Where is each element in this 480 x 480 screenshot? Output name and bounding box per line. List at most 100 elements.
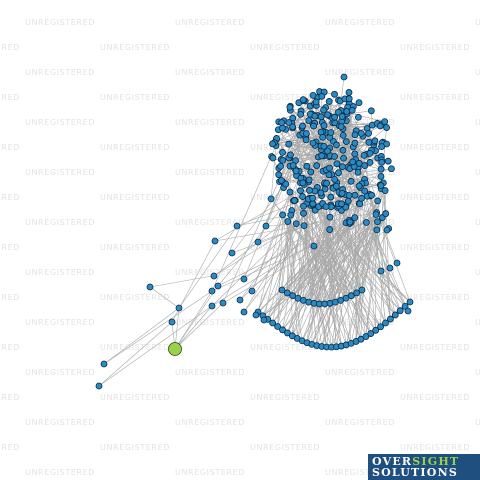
- graph-node: [309, 194, 316, 202]
- graph-node: [386, 264, 394, 272]
- graph-edge: [308, 198, 401, 311]
- graph-node: [386, 315, 394, 323]
- graph-edge: [358, 185, 401, 311]
- graph-edge: [272, 207, 347, 324]
- graph-node: [331, 113, 339, 121]
- graph-node: [317, 189, 325, 197]
- graph-node: [311, 112, 319, 120]
- graph-node: [391, 311, 399, 319]
- graph-edge: [178, 225, 238, 309]
- graph-node: [299, 193, 306, 200]
- graph-node: [309, 91, 317, 99]
- graph-node: [318, 152, 326, 160]
- graph-node: [262, 222, 270, 230]
- graph-node: [283, 289, 291, 297]
- graph-node: [300, 222, 308, 230]
- graph-node: [286, 188, 294, 196]
- graph-edge: [329, 217, 386, 324]
- graph-node: [345, 89, 353, 96]
- graph-node: [228, 249, 236, 257]
- graph-node: [326, 213, 334, 221]
- graph-node: [406, 298, 414, 306]
- graph-node: [360, 151, 368, 159]
- graph-node: [353, 289, 361, 297]
- graph-edge: [303, 213, 323, 347]
- graph-node: [383, 124, 390, 131]
- graph-node: [269, 140, 276, 148]
- graph-edge: [282, 213, 304, 330]
- graph-node: [289, 123, 297, 131]
- graph-edge: [174, 302, 224, 350]
- graph-node: [355, 99, 363, 107]
- graph-node: [377, 182, 385, 189]
- graph-edge: [211, 145, 277, 292]
- graph-node: [372, 211, 380, 218]
- graph-node: [377, 173, 385, 180]
- graph-node: [287, 211, 295, 219]
- graph-node: [374, 197, 382, 205]
- graph-node: [299, 96, 307, 104]
- graph-edge: [376, 212, 411, 303]
- graph-edge: [149, 286, 180, 309]
- graph-node: [343, 108, 351, 115]
- graph-node: [340, 73, 348, 81]
- graph-edge: [293, 200, 381, 327]
- graph-node: [146, 283, 154, 291]
- graph-node: [320, 142, 328, 150]
- graph-edge: [174, 290, 213, 350]
- graph-node: [305, 117, 313, 124]
- graph-node: [339, 146, 347, 154]
- graph-edge: [345, 207, 396, 316]
- graph-node: [285, 119, 293, 126]
- graph-node: [362, 219, 370, 226]
- graph-node: [278, 119, 285, 127]
- graph-edge: [291, 210, 372, 334]
- graph-node: [297, 187, 304, 195]
- graph-node: [388, 165, 395, 173]
- graph-edge: [339, 76, 345, 111]
- graph-node: [279, 211, 287, 219]
- graph-edge: [251, 191, 291, 292]
- graph-node: [347, 292, 355, 300]
- graph-node: [210, 272, 218, 280]
- graph-node: [307, 168, 315, 176]
- graph-node: [349, 158, 357, 166]
- graph-node: [339, 131, 347, 139]
- graph-node: [361, 187, 369, 195]
- graph-edge: [302, 196, 376, 331]
- graph-node: [300, 209, 307, 217]
- graph-node: [324, 111, 332, 119]
- graph-node: [252, 311, 260, 319]
- graph-edge: [302, 196, 352, 344]
- graph-node: [338, 200, 345, 208]
- graph-node: [376, 122, 384, 130]
- graph-node: [317, 113, 325, 121]
- graph-node: [310, 242, 318, 250]
- graph-node: [236, 296, 244, 304]
- graph-edge: [326, 203, 342, 348]
- graph-node: [240, 275, 248, 283]
- graph-node: [282, 180, 290, 188]
- node-layer: [95, 73, 414, 390]
- graph-node: [214, 282, 222, 290]
- graph-edge: [312, 197, 372, 334]
- graph-node: [355, 159, 363, 167]
- graph-node: [299, 122, 306, 130]
- graph-node: [327, 193, 335, 201]
- graph-node: [279, 156, 287, 164]
- graph-node: [322, 203, 330, 211]
- graph-edge: [255, 222, 347, 316]
- graph-node: [95, 382, 103, 390]
- graph-edge: [279, 115, 316, 182]
- graph-node: [355, 182, 363, 190]
- graph-node: [267, 195, 275, 203]
- graph-node: [338, 113, 346, 120]
- graph-node: [303, 130, 310, 137]
- graph-node: [377, 323, 384, 331]
- brand-word-sight: SIGHT: [412, 455, 460, 468]
- graph-node: [318, 92, 326, 100]
- graph-node: [396, 307, 404, 315]
- graph-edge: [312, 198, 332, 348]
- graph-edge: [174, 305, 213, 350]
